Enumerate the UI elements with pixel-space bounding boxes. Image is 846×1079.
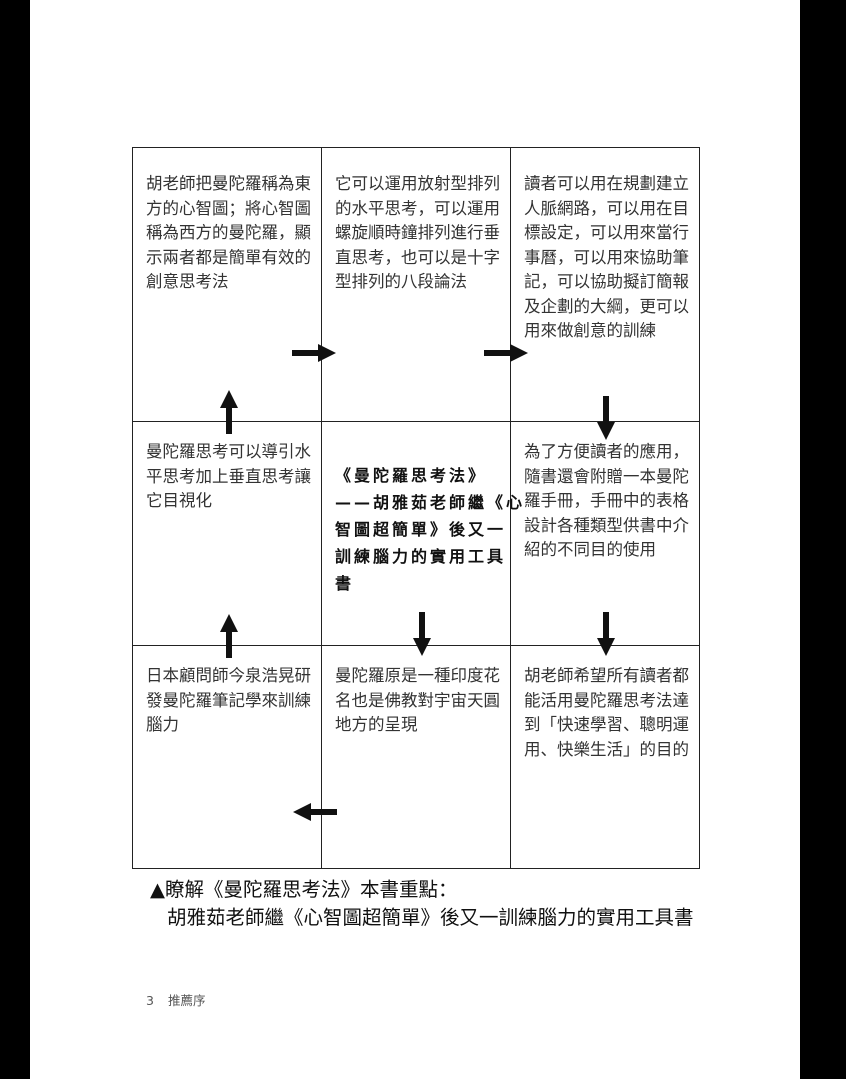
cell-text-line: 書 <box>335 574 355 593</box>
arrow-up-icon <box>220 390 238 434</box>
cell-text-line: 用來做創意的訓練 <box>524 321 656 340</box>
cell-text-line: 讀者可以用在規劃建立 <box>524 174 689 193</box>
grid-divider <box>133 645 699 646</box>
arrow-down-icon <box>597 612 615 656</box>
grid-cell-r2c1: 曼陀羅思考可以導引水平思考加上垂直思考讓它目視化 <box>132 440 321 514</box>
grid-cell-r1c1: 胡老師把曼陀羅稱為東方的心智圖；將心智圖稱為西方的曼陀羅，顯示兩者都是簡單有效的… <box>132 172 321 295</box>
cell-text-line: 羅手冊，手冊中的表格 <box>524 491 689 510</box>
cell-text-line: 地方的呈現 <box>335 715 418 734</box>
figure-caption: ▲瞭解《曼陀羅思考法》本書重點： 胡雅茹老師繼《心智圖超簡單》後又一訓練腦力的實… <box>150 876 694 932</box>
caption-line-1: ▲瞭解《曼陀羅思考法》本書重點： <box>150 878 458 901</box>
cell-text-line: 隨書還會附贈一本曼陀 <box>524 466 689 486</box>
cell-text-line: 曼陀羅思考可以導引水 <box>146 442 311 461</box>
page-number: 3 <box>146 993 154 1008</box>
cell-text-line: 設計各種類型供書中介 <box>524 515 689 535</box>
grid-cell-r1c3: 讀者可以用在規劃建立人脈網路，可以用在目標設定，可以用來當行事曆，可以用來協助筆… <box>510 172 699 344</box>
cell-text-line: 直思考，也可以是十字 <box>335 247 500 267</box>
cell-text-line: 及企劃的大綱，更可以 <box>524 296 689 316</box>
grid-divider <box>510 148 511 868</box>
cell-text-line: 發曼陀羅筆記學來訓練 <box>146 690 311 710</box>
page <box>30 0 800 1079</box>
arrow-left-icon <box>293 803 337 821</box>
cell-text-line: 為了方便讀者的應用， <box>524 442 689 461</box>
grid-divider <box>133 421 699 422</box>
cell-text-line: 螺旋順時鐘排列進行垂 <box>335 223 500 242</box>
cell-text-line: 胡老師希望所有讀者都 <box>524 666 689 685</box>
grid-cell-r3c3: 胡老師希望所有讀者都能活用曼陀羅思考法達到「快速學習、聰明運用、快樂生活」的目的 <box>510 664 699 762</box>
cell-text-line: 記，可以協助擬訂簡報 <box>524 272 689 291</box>
arrow-down-icon <box>413 612 431 656</box>
cell-text-line: 創意思考法 <box>146 272 229 291</box>
cell-text-line: 型排列的八段論法 <box>335 272 467 291</box>
grid-divider <box>321 148 322 868</box>
grid-cell-r1c2: 它可以運用放射型排列的水平思考，可以運用螺旋順時鐘排列進行垂直思考，也可以是十字… <box>321 172 510 295</box>
cell-text-line: 它目視化 <box>146 491 212 510</box>
arrow-right-icon <box>484 344 528 362</box>
page-footer: 3 推薦序 <box>146 990 215 1009</box>
cell-text-line: 智圖超簡單》後又一 <box>335 520 507 539</box>
grid-cell-r2c2: 《曼陀羅思考法》 ——胡雅茹老師繼《心智圖超簡單》後又一訓練腦力的實用工具書 <box>321 462 526 597</box>
cell-text-line: 曼陀羅原是一種印度花 <box>335 666 500 685</box>
cell-text-line: 標設定，可以用來當行 <box>524 223 689 242</box>
cell-text-line: 名也是佛教對宇宙天圓 <box>335 690 500 710</box>
cell-text-line: 到「快速學習、聰明運 <box>524 715 689 734</box>
arrow-right-icon <box>292 344 336 362</box>
cell-text-line: 用、快樂生活」的目的 <box>524 739 689 759</box>
cell-text-line: ——胡雅茹老師繼《心 <box>335 493 526 512</box>
cell-text-line: 日本顧問師今泉浩晃研 <box>146 666 311 685</box>
grid-cell-r2c3: 為了方便讀者的應用， 隨書還會附贈一本曼陀羅手冊，手冊中的表格設計各種類型供書中介… <box>510 440 699 563</box>
cell-text-line: 事曆，可以用來協助筆 <box>524 247 689 267</box>
grid-cell-r3c1: 日本顧問師今泉浩晃研發曼陀羅筆記學來訓練腦力 <box>132 664 321 738</box>
cell-text-line: 訓練腦力的實用工具 <box>335 547 507 566</box>
caption-line-2: 胡雅茹老師繼《心智圖超簡單》後又一訓練腦力的實用工具書 <box>167 906 694 929</box>
cell-text-line: 的水平思考，可以運用 <box>335 198 500 218</box>
cell-text-line: 能活用曼陀羅思考法達 <box>524 690 689 710</box>
grid-cell-r3c2: 曼陀羅原是一種印度花名也是佛教對宇宙天圓地方的呈現 <box>321 664 510 738</box>
cell-text-line: 方的心智圖；將心智圖 <box>146 198 311 218</box>
cell-text-line: 胡老師把曼陀羅稱為東 <box>146 174 311 193</box>
arrow-up-icon <box>220 614 238 658</box>
cell-text-line: 示兩者都是簡單有效的 <box>146 247 311 267</box>
cell-text-line: 腦力 <box>146 715 179 734</box>
section-name: 推薦序 <box>167 993 206 1008</box>
cell-text-line: 它可以運用放射型排列 <box>335 174 500 193</box>
cell-text-line: 紹的不同目的使用 <box>524 540 656 559</box>
cell-text-line: 人脈網路，可以用在目 <box>524 198 689 218</box>
mandala-grid <box>132 147 700 869</box>
arrow-down-icon <box>597 396 615 440</box>
cell-text-line: 平思考加上垂直思考讓 <box>146 466 311 486</box>
cell-text-line: 《曼陀羅思考法》 <box>335 466 488 485</box>
cell-text-line: 稱為西方的曼陀羅，顯 <box>146 223 311 242</box>
